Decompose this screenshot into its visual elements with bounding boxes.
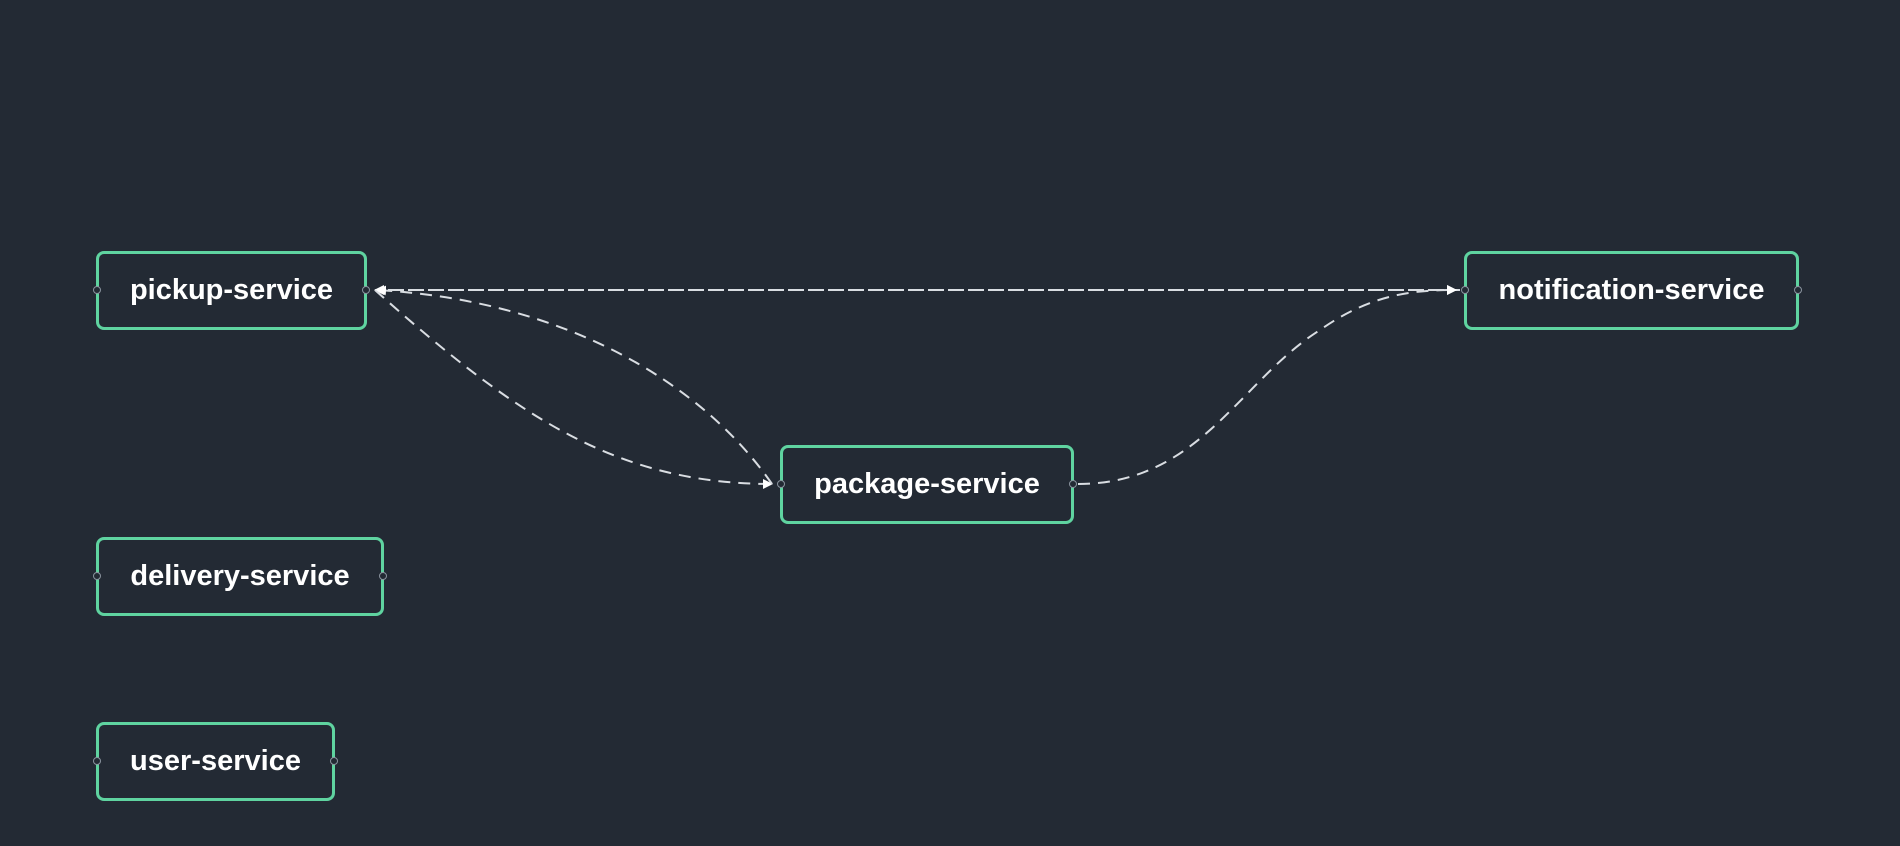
node-delivery-service[interactable]: delivery-service xyxy=(93,537,387,616)
node-label: pickup-service xyxy=(129,274,334,306)
output-port[interactable] xyxy=(379,571,387,580)
node-user-service[interactable]: user-service xyxy=(93,722,338,801)
output-port[interactable] xyxy=(1069,479,1077,488)
input-port[interactable] xyxy=(93,756,101,765)
output-port[interactable] xyxy=(1794,285,1802,294)
node-label: user-service xyxy=(130,745,301,777)
input-port[interactable] xyxy=(93,571,101,580)
output-port[interactable] xyxy=(330,756,338,765)
input-port[interactable] xyxy=(777,479,785,488)
edge-package-to-notification[interactable] xyxy=(1077,285,1457,485)
node-label: package-service xyxy=(814,468,1040,500)
input-port[interactable] xyxy=(93,285,101,294)
node-label: delivery-service xyxy=(130,560,350,592)
input-port[interactable] xyxy=(1461,285,1469,294)
edge-package-to-pickup[interactable] xyxy=(376,285,773,485)
node-package-service[interactable]: package-service xyxy=(777,445,1077,524)
node-notification-service[interactable]: notification-service xyxy=(1461,251,1802,330)
node-pickup-service[interactable]: pickup-service xyxy=(93,251,370,330)
node-label: notification-service xyxy=(1498,274,1765,306)
edge-pickup-to-package[interactable] xyxy=(374,289,773,489)
output-port[interactable] xyxy=(362,285,370,294)
